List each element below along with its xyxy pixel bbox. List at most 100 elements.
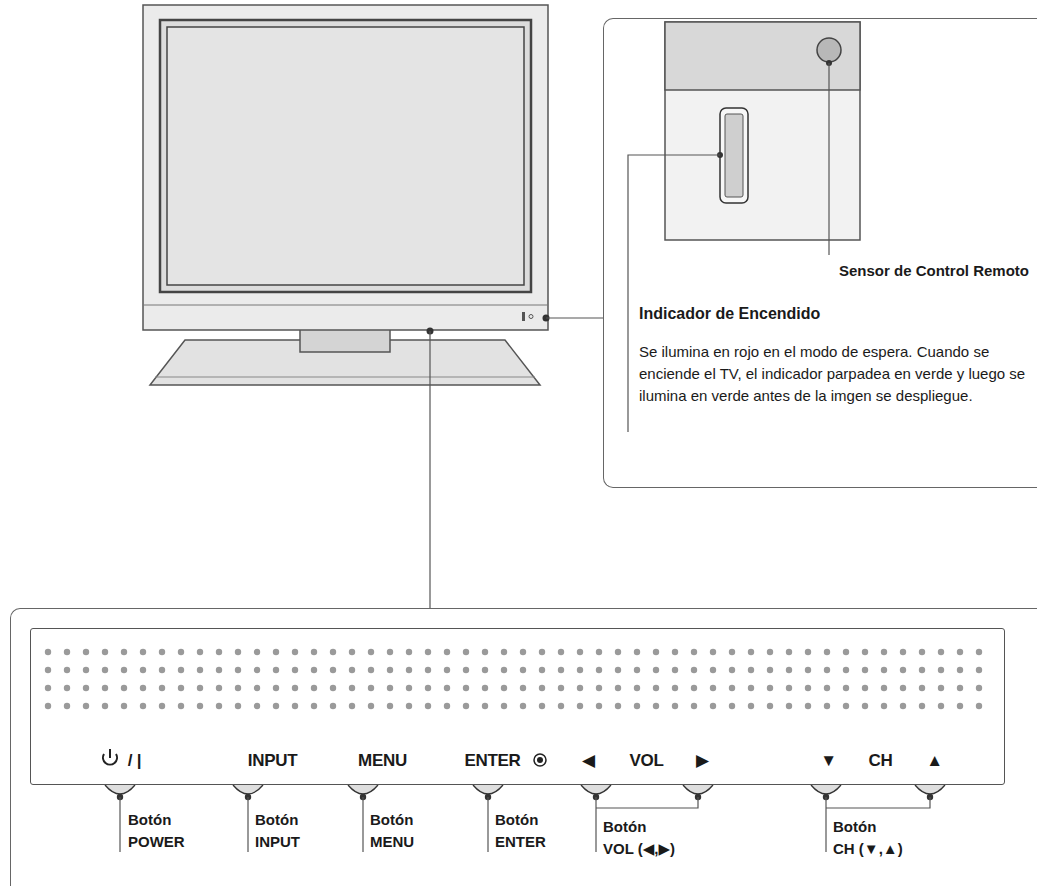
grille-hole (824, 703, 830, 709)
grille-hole (216, 703, 222, 709)
leader-line (546, 317, 603, 318)
grille-hole (140, 649, 146, 655)
grille-hole (330, 649, 336, 655)
grille-hole (824, 685, 830, 691)
grille-hole (197, 667, 203, 673)
grille-hole (558, 685, 564, 691)
grille-hole (501, 685, 507, 691)
grille-hole (938, 667, 944, 673)
grille-hole (292, 685, 298, 691)
grille-hole (425, 703, 431, 709)
grille-hole (710, 685, 716, 691)
grille-hole (387, 649, 393, 655)
grille-hole (292, 667, 298, 673)
grille-hole (406, 703, 412, 709)
grille-hole (482, 667, 488, 673)
key-label: ENTER (464, 750, 520, 772)
leader-line (828, 63, 829, 255)
grille-hole (83, 685, 89, 691)
key-label: VOL (629, 750, 663, 772)
grille-hole (615, 667, 621, 673)
grille-hole (938, 685, 944, 691)
grille-hole (900, 649, 906, 655)
grille-hole (368, 649, 374, 655)
grille-hole (273, 703, 279, 709)
grille-hole (824, 649, 830, 655)
grille-hole (710, 667, 716, 673)
grille-hole (653, 649, 659, 655)
grille-hole (159, 685, 165, 691)
grille-hole (957, 667, 963, 673)
grille-hole (900, 667, 906, 673)
key-label: ▲ (926, 750, 943, 772)
grille-hole (577, 649, 583, 655)
grille-hole (368, 667, 374, 673)
grille-hole (634, 649, 640, 655)
grille-hole (330, 703, 336, 709)
grille-hole (615, 703, 621, 709)
grille-hole (83, 649, 89, 655)
grille-hole (482, 649, 488, 655)
grille-hole (254, 667, 260, 673)
key-label: ▶ (696, 750, 709, 772)
grille-hole (919, 649, 925, 655)
description: Se ilumina en rojo en el modo de espera.… (639, 341, 1029, 407)
grille-hole (425, 649, 431, 655)
grille-hole (748, 703, 754, 709)
grille-hole (976, 649, 982, 655)
grille-hole (710, 649, 716, 655)
grille-hole (311, 685, 317, 691)
grille-hole (919, 685, 925, 691)
grille-hole (881, 667, 887, 673)
grille-hole (482, 703, 488, 709)
grille-hole (596, 649, 602, 655)
grille-hole (539, 703, 545, 709)
grille-hole (862, 685, 868, 691)
grille-hole (64, 667, 70, 673)
grille-hole (292, 649, 298, 655)
grille-hole (482, 685, 488, 691)
button-name: Botón MENU (370, 809, 414, 853)
grille-hole (596, 703, 602, 709)
grille-hole (387, 667, 393, 673)
leader-line (429, 331, 430, 608)
grille-hole (729, 649, 735, 655)
grille-hole (653, 667, 659, 673)
grille-hole (463, 685, 469, 691)
front-bar: / |INPUTMENUENTER◀VOL▶▼CH▲ (30, 628, 1005, 785)
button-key (348, 785, 378, 794)
grille-hole (463, 649, 469, 655)
grille-hole (159, 649, 165, 655)
grille-hole (558, 703, 564, 709)
button-key (581, 785, 611, 794)
grille-hole (539, 685, 545, 691)
grille-hole (520, 667, 526, 673)
grille-hole (311, 649, 317, 655)
grille-hole (938, 649, 944, 655)
grille-hole (843, 649, 849, 655)
grille-hole (805, 703, 811, 709)
grille-hole (957, 703, 963, 709)
grille-hole (463, 703, 469, 709)
grille-hole (748, 649, 754, 655)
grille-hole (45, 667, 51, 673)
grille-hole (634, 667, 640, 673)
grille-hole (767, 703, 773, 709)
grille-hole (672, 703, 678, 709)
sensor-inset (665, 22, 860, 240)
grille-hole (349, 667, 355, 673)
grille-hole (558, 667, 564, 673)
callout-box: Sensor de Control RemotoIndicador de Enc… (603, 18, 1037, 488)
grille-hole (235, 703, 241, 709)
grille-hole (539, 649, 545, 655)
button-key (683, 785, 713, 794)
grille-hole (197, 685, 203, 691)
grille-hole (349, 685, 355, 691)
button-key (915, 785, 945, 794)
grille-hole (64, 703, 70, 709)
key-label: CH (869, 750, 893, 772)
grille-hole (615, 649, 621, 655)
grille-hole (425, 667, 431, 673)
grille-hole (425, 685, 431, 691)
control-panel-box: Botón POWERBotón INPUTBotón MENUBotón EN… (10, 608, 1037, 886)
